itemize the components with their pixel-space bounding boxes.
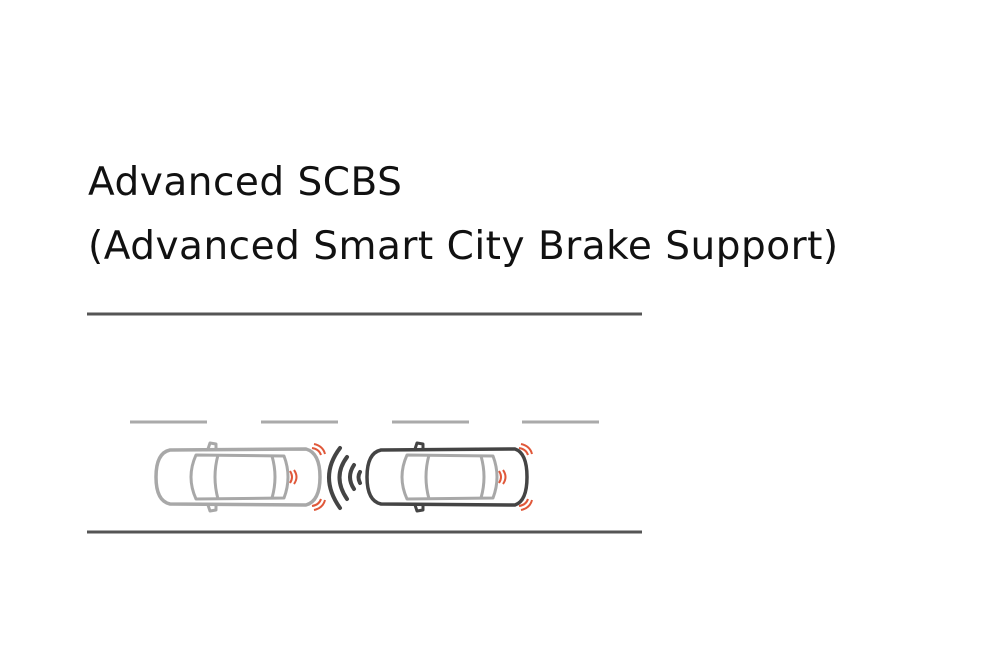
front-sensor-top [518, 443, 533, 456]
title-line-1: Advanced SCBS [88, 160, 403, 205]
leading-car-icon [365, 441, 533, 513]
front-sensor-bottom [518, 498, 533, 511]
title-line-2: (Advanced Smart City Brake Support) [88, 224, 839, 269]
radar-wave-icon [327, 446, 362, 510]
front-sensor-bottom [311, 498, 326, 511]
front-sensor-top [311, 443, 326, 456]
rear-indicator [289, 469, 298, 485]
following-car-icon [154, 441, 326, 513]
rear-indicator [498, 469, 507, 485]
